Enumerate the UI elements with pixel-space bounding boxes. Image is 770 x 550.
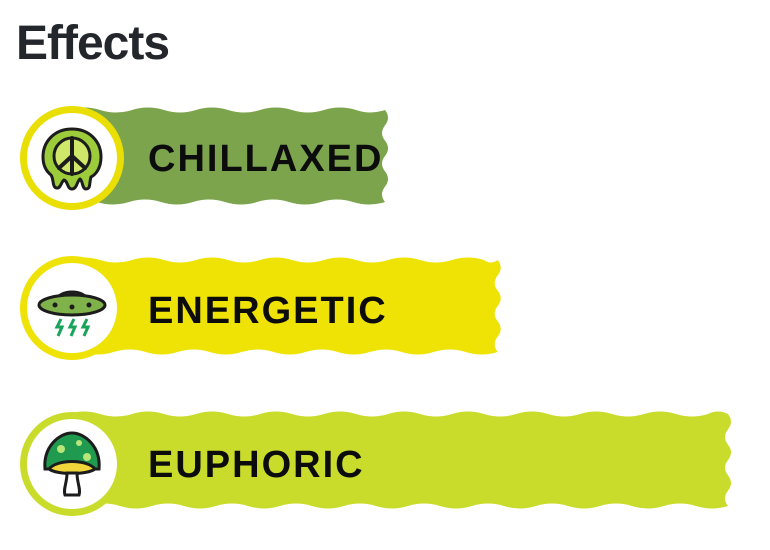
effect-label: EUPHORIC — [148, 444, 365, 486]
effect-label: ENERGETIC — [148, 290, 388, 332]
melting-peace-sign-icon — [41, 127, 103, 191]
effect-label: CHILLAXED — [148, 138, 384, 180]
effect-strength-banner — [68, 257, 501, 355]
mushroom-icon — [43, 431, 101, 497]
ufo-lightning-icon — [37, 290, 107, 337]
effect-strength-fill — [68, 411, 731, 509]
effect-strength-banner — [68, 411, 731, 509]
effect-strength-fill — [68, 107, 388, 205]
effect-badge — [20, 256, 124, 360]
effect-badge — [20, 412, 124, 516]
effect-strength-fill — [68, 257, 501, 355]
effect-badge — [20, 106, 124, 210]
section-title: Effects — [16, 17, 170, 70]
effect-strength-banner — [68, 107, 388, 205]
